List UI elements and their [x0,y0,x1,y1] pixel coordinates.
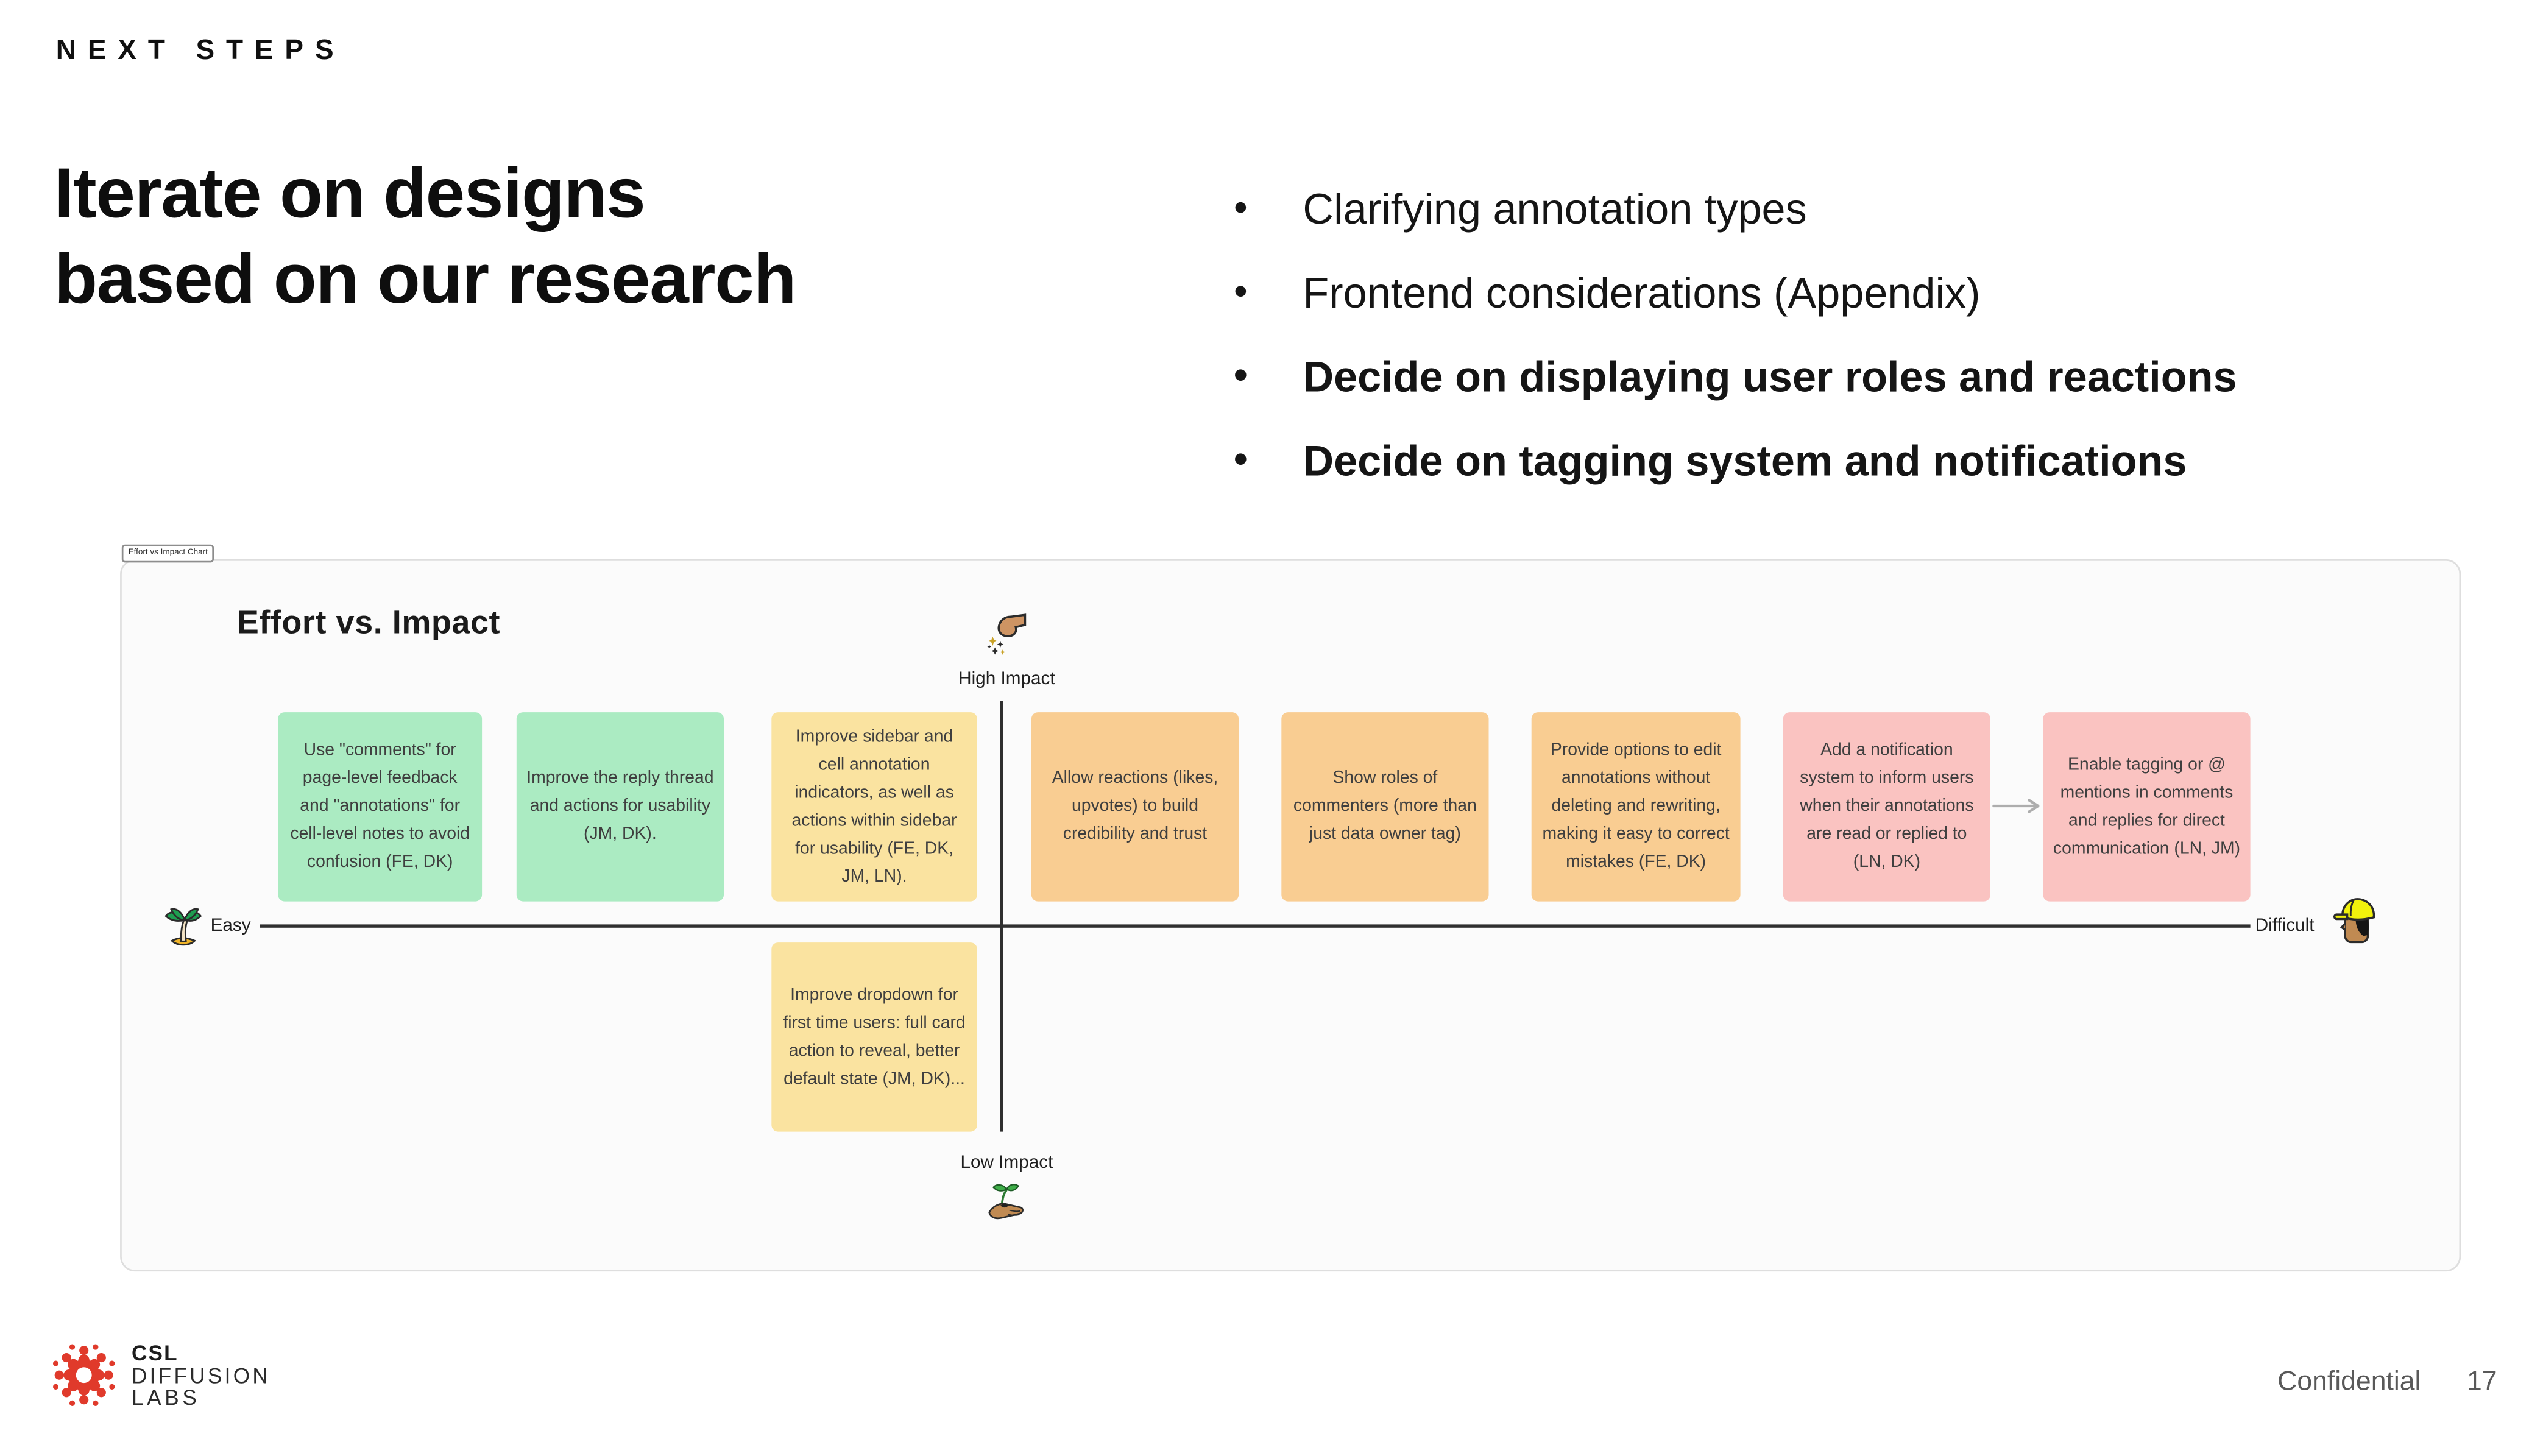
page-title-line-1: Iterate on designs [54,154,646,234]
sticky-note: Add a notification system to inform user… [1783,712,1990,902]
sticky-note: Improve the reply thread and actions for… [516,712,724,902]
bullet-item: Frontend considerations (Appendix) [1224,272,2237,314]
chart-title: Effort vs. Impact [236,605,501,641]
hand-with-seedling-emoji-icon [984,1181,1028,1226]
effort-impact-chart-panel: Effort vs. Impact High Impact Low Impact [120,559,2461,1272]
sticky-note: Provide options to edit annotations with… [1531,712,1741,902]
sticky-note: Allow reactions (likes, upvotes) to buil… [1031,712,1239,902]
hand-sprinkling-emoji-icon [979,610,1028,660]
chart-frame-label: Effort vs Impact Chart [121,544,214,563]
sticky-note: Use "comments" for page-level feedback a… [278,712,483,902]
bullet-item: Decide on displaying user roles and reac… [1224,355,2237,398]
brand-wordmark: CSL DIFFUSION LABS [132,1342,271,1408]
sticky-note: Improve dropdown for first time users: f… [771,942,977,1132]
bullet-item: Clarifying annotation types [1224,188,2237,230]
axis-label-difficult: Difficult [2255,916,2315,936]
brand-line-labs: LABS [132,1385,200,1410]
footer-right: Confidential 17 [2277,1367,2497,1398]
bullet-item: Decide on tagging system and notificatio… [1224,439,2237,482]
page-number: 17 [2467,1366,2497,1397]
impact-axis-line [1000,701,1003,1132]
kicker: NEXT STEPS [55,34,345,66]
csl-sunburst-logo-icon [51,1343,117,1408]
sticky-note: Improve sidebar and cell annotation indi… [771,712,977,902]
construction-worker-emoji-icon [2328,893,2384,949]
page-title: Iterate on designs based on our research [54,151,796,322]
brand-line-diffusion: DIFFUSION [132,1362,271,1388]
palm-tree-emoji-icon [161,905,204,947]
axis-label-low-impact: Low Impact [960,1153,1053,1173]
arrow-right-connector [1992,796,2045,816]
effort-axis-line [260,924,2251,928]
axis-label-easy: Easy [210,916,251,936]
brand-logo: CSL DIFFUSION LABS [51,1342,271,1408]
sticky-note: Enable tagging or @ mentions in comments… [2043,712,2251,902]
sticky-note: Show roles of commenters (more than just… [1281,712,1489,902]
axis-label-high-impact: High Impact [958,669,1055,690]
bullet-list: Clarifying annotation types Frontend con… [1224,188,2237,523]
confidential-label: Confidential [2277,1366,2421,1397]
brand-line-csl: CSL [132,1340,179,1365]
page-title-line-2: based on our research [54,240,796,319]
